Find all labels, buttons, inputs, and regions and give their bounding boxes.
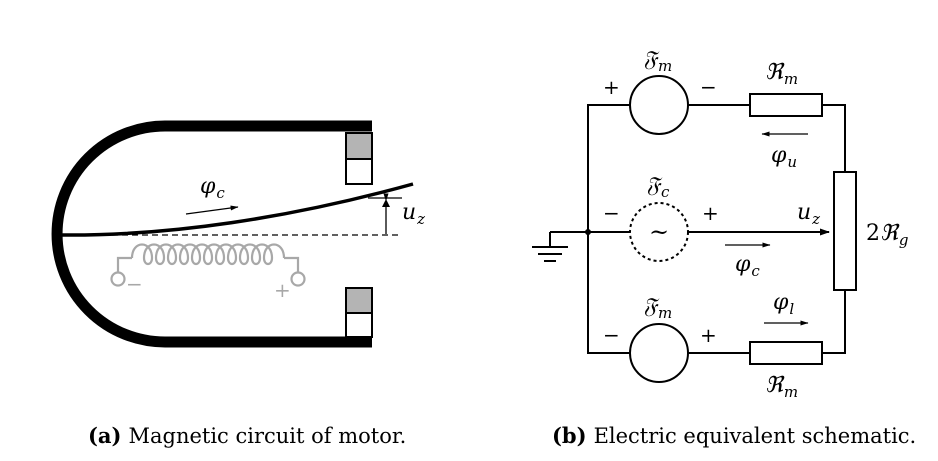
reluctance-top [749,93,823,117]
yoke [51,120,372,348]
mmf-source-bottom [629,323,689,383]
ac-source-icon: ~ [649,218,669,246]
top-magnet [345,132,373,185]
junction-node [585,229,591,235]
gap-reluctance [833,171,857,291]
reluctance-bottom [749,341,823,365]
ground-icon [532,246,568,262]
flux-arrow [185,205,239,215]
coil-minus-sign: − [126,272,143,296]
mmf-coil-minus: − [603,201,620,225]
coil [110,243,306,287]
panel-b-equivalent-schematic: 𝔉m + − ℜm φu ~ 𝔉c − + φc uz 2ℜg 𝔉m − + φ… [532,47,916,448]
flux-coil-label: φc [735,252,760,280]
mmf-bottom-label: 𝔉m [643,294,672,322]
bottom-magnet [345,287,373,338]
mmf-bottom-plus: + [700,323,717,347]
flux-top-label: φu [771,143,797,171]
displacement-dimension [368,193,402,234]
mmf-top-minus: − [700,75,717,99]
wiring [549,104,846,354]
displacement-schematic-label: uz [797,200,820,228]
reluctance-top-label: ℜm [765,60,798,88]
mmf-source-top [629,75,689,135]
mmf-bottom-minus: − [603,323,620,347]
gap-reluctance-label: 2ℜg [866,221,909,249]
flux-label: φc [200,174,225,202]
cantilever-beam [61,182,414,237]
caption-a: (a)Magnetic circuit of motor. [88,423,406,448]
panel-a-magnetic-circuit: φc uz − + (a)Magnetic circuit of motor. [51,120,425,448]
mmf-source-coil [629,202,689,262]
reluctance-bottom-label: ℜm [765,373,798,401]
coil-plus-sign: + [274,278,291,302]
mmf-top-plus: + [603,75,620,99]
displacement-label: uz [402,200,425,228]
mmf-coil-plus: + [702,201,719,225]
caption-b: (b)Electric equivalent schematic. [552,423,916,448]
mmf-coil-label: 𝔉c [646,173,670,201]
mmf-top-label: 𝔉m [643,47,672,75]
flux-bottom-label: φl [773,290,794,318]
